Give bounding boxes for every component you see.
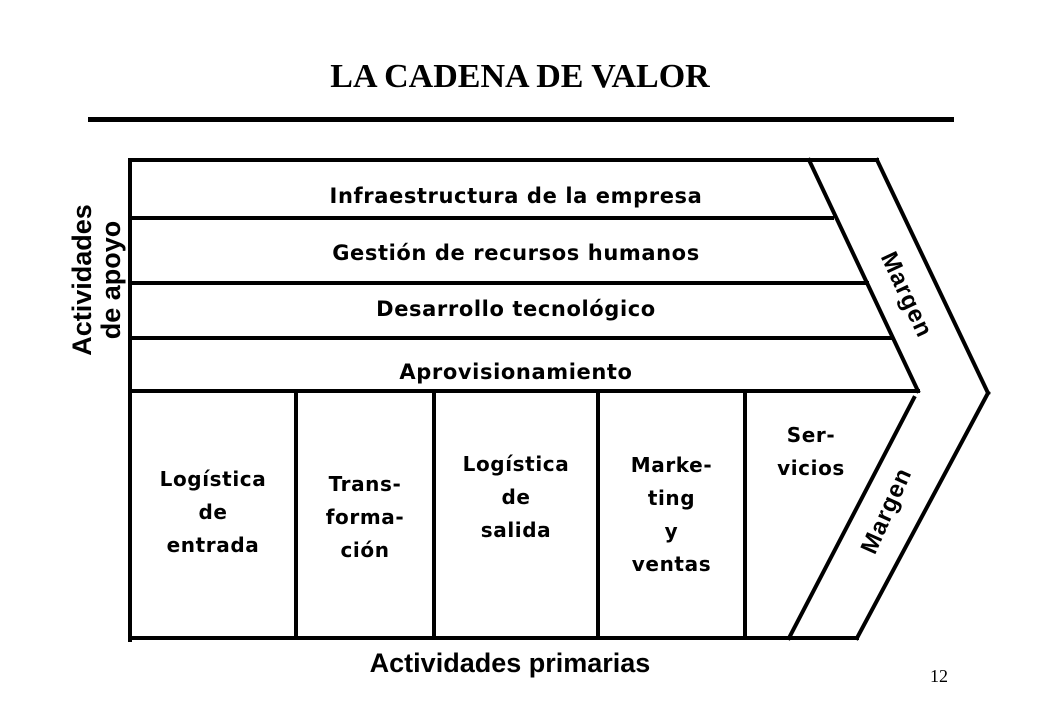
primary-activity-outbound-logistics: Logística de salida <box>462 452 570 542</box>
support-activity-procurement: Aprovisionamiento <box>399 360 633 384</box>
support-activity-hr: Gestión de recursos humanos <box>332 241 700 265</box>
inner-chevron-upper <box>806 157 921 394</box>
page-number: 12 <box>930 666 948 686</box>
support-activities-label: Actividades de apoyo <box>67 204 126 356</box>
page-title: LA CADENA DE VALOR <box>330 58 710 95</box>
primary-activities-label: Actividades primarias <box>369 648 651 678</box>
primary-activity-marketing-sales: Marke- ting y ventas <box>630 453 713 576</box>
primary-activity-services: Ser- vicios <box>777 423 845 480</box>
inner-chevron-lower <box>786 395 917 641</box>
support-activity-technology: Desarrollo tecnológico <box>376 297 656 321</box>
primary-activity-operations: Trans- forma- ción <box>325 472 405 562</box>
outer-chevron-upper <box>874 157 991 396</box>
support-activity-infrastructure: Infraestructura de la empresa <box>329 184 703 208</box>
title-divider <box>88 117 954 122</box>
primary-activity-inbound-logistics: Logística de entrada <box>159 467 267 557</box>
outer-chevron-lower <box>854 390 991 641</box>
